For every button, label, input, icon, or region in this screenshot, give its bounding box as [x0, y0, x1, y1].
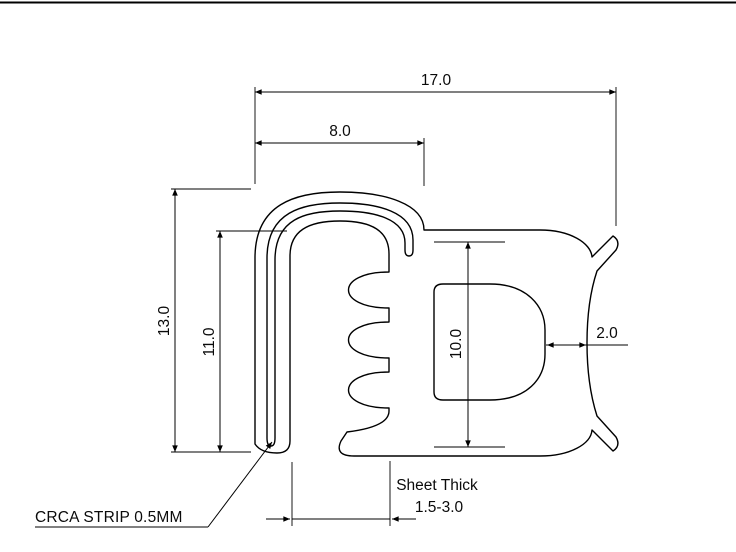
callout-crca-strip: CRCA STRIP 0.5MM	[35, 441, 273, 528]
dim-grip-width: 8.0	[254, 123, 425, 186]
dim-grip-inner-height: 11.0	[201, 230, 287, 452]
profile-outer-outline	[254, 191, 619, 457]
dim-bulb-wall-label: 2.0	[596, 325, 618, 342]
crca-strip-outline	[266, 202, 414, 447]
crca-strip-leader-line	[207, 441, 273, 528]
sheet-thick-label: Sheet Thick	[396, 477, 478, 494]
dim-overall-width-label: 17.0	[421, 72, 452, 89]
dim-bulb-height: 10.0	[434, 241, 505, 448]
profile-geometry	[254, 191, 619, 457]
crca-strip-label: CRCA STRIP 0.5MM	[35, 509, 183, 526]
dim-sheet-thickness: Sheet Thick 1.5-3.0	[266, 461, 478, 526]
dim-bulb-height-label: 10.0	[448, 329, 465, 360]
bulb-cavity-outline	[433, 283, 546, 401]
dim-overall-width: 17.0	[254, 72, 617, 226]
sheet-thick-range: 1.5-3.0	[415, 499, 464, 516]
dim-overall-height-label: 13.0	[156, 306, 173, 337]
dim-bulb-wall-thickness: 2.0	[546, 325, 628, 348]
dim-grip-inner-height-label: 11.0	[201, 327, 218, 356]
dim-overall-height: 13.0	[156, 188, 251, 453]
dim-grip-width-label: 8.0	[329, 123, 351, 140]
